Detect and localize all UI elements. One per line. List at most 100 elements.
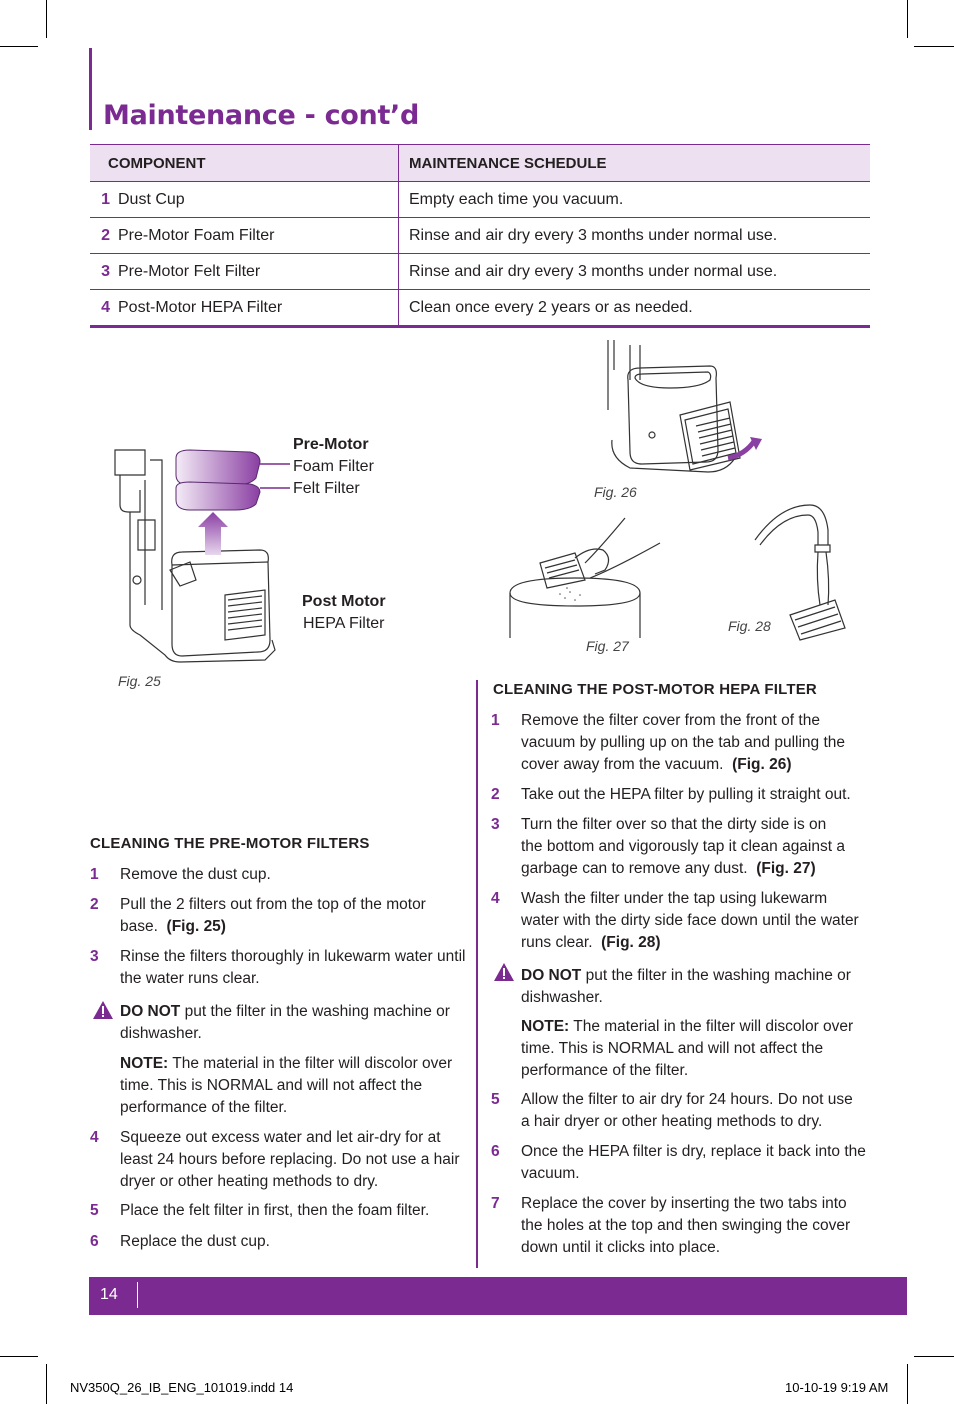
column-divider [476,680,478,1268]
list-item: 2 Take out the HEPA filter by pulling it… [491,784,871,806]
warning-bold: DO NOT [120,1003,181,1020]
premotor-heading: CLEANING THE PRE-MOTOR FILTERS [90,835,370,852]
table-row: 4 Post-Motor HEPA Filter Clean once ever… [90,289,870,328]
col-header-component: COMPONENT [90,144,399,182]
step-text: vacuum. [521,1165,580,1182]
fig25-post-labels: Post Motor HEPA Filter [302,591,386,635]
label-postmotor-title: Post Motor [302,593,386,610]
step-number: 1 [90,866,99,883]
crop-mark [46,0,47,38]
step-text: Turn the filter over so that the dirty s… [521,816,827,833]
list-item: 1 Remove the dust cup. [90,864,470,886]
note-text: performance of the filter. [120,1099,288,1116]
note-text: time. This is NORMAL and will not affect… [120,1077,423,1094]
warning-text: put the filter in the washing machine or [180,1003,450,1020]
note-text: time. This is NORMAL and will not affect… [521,1040,824,1057]
warning-text: dishwasher. [120,1025,202,1042]
component-cell: Dust Cup [118,181,399,218]
step-text: base. [120,918,158,935]
fig27-tap-filter-illustration [509,517,661,638]
step-text: Wash the filter under the tap using luke… [521,890,828,907]
step-text: a hair dryer or other heating methods to… [521,1113,823,1130]
table-row: 3 Pre-Motor Felt Filter Rinse and air dr… [90,253,870,290]
row-number: 1 [90,181,118,218]
step-text: Pull the 2 filters out from the top of t… [120,896,426,913]
list-item: 2 Pull the 2 filters out from the top of… [90,894,470,938]
warning-text: put the filter in the washing machine or [581,967,851,984]
row-number: 4 [90,289,118,328]
step-text: dryer or other heating methods to dry. [120,1173,379,1190]
warning-bold: DO NOT [521,967,582,984]
fig-reference: (Fig. 26) [732,756,792,773]
slug-date: 10-10-19 9:19 AM [785,1380,889,1395]
list-item: 3 Turn the filter over so that the dirty… [491,814,871,880]
table-row: 1 Dust Cup Empty each time you vacuum. [90,181,870,218]
component-cell: Post-Motor HEPA Filter [118,289,399,328]
step-number: 4 [491,890,500,907]
label-felt-filter: Felt Filter [293,480,360,497]
note-text: The material in the filter will discolor… [569,1018,854,1035]
step-number: 6 [90,1233,99,1250]
step-text: Replace the cover by inserting the two t… [521,1195,847,1212]
step-text: Remove the filter cover from the front o… [521,712,820,729]
step-text: garbage can to remove any dust. [521,860,748,877]
crop-mark [914,1356,954,1357]
row-number: 3 [90,253,118,290]
label-hepa-filter: HEPA Filter [303,615,385,632]
table-header-row: COMPONENT MAINTENANCE SCHEDULE [90,144,870,182]
schedule-cell: Rinse and air dry every 3 months under n… [398,253,870,290]
table-row: 2 Pre-Motor Foam Filter Rinse and air dr… [90,217,870,254]
fig28-caption: Fig. 28 [728,618,771,634]
component-cell: Pre-Motor Foam Filter [118,217,399,254]
step-number: 3 [491,816,500,833]
step-text: the water runs clear. [120,970,260,987]
fig28-rinse-filter-illustration [754,504,846,641]
step-number: 1 [491,712,500,729]
label-foam-filter: Foam Filter [293,458,374,475]
step-text: least 24 hours before replacing. Do not … [120,1151,460,1168]
step-text: Squeeze out excess water and let air-dry… [120,1129,441,1146]
schedule-cell: Clean once every 2 years or as needed. [398,289,870,328]
list-item: 1 Remove the filter cover from the front… [491,710,871,776]
col-header-schedule: MAINTENANCE SCHEDULE [398,144,870,182]
list-item: 4 Wash the filter under the tap using lu… [491,888,871,954]
step-number: 4 [90,1129,99,1146]
fig25-labels: Pre-Motor Foam Filter Felt Filter [293,434,374,500]
warning-icon [93,1001,113,1019]
crop-mark [907,1364,908,1404]
step-text: Rinse the filters thoroughly in lukewarm… [120,948,466,965]
list-item: 4 Squeeze out excess water and let air-d… [90,1127,470,1193]
note-block: NOTE: The material in the filter will di… [90,1053,470,1119]
step-text: the holes at the top and then swinging t… [521,1217,851,1234]
step-number: 6 [491,1143,500,1160]
warning-block: DO NOT put the filter in the washing mac… [90,1001,470,1045]
footer-bar [89,1277,907,1315]
footer-divider [137,1282,138,1308]
step-text: runs clear. [521,934,593,951]
step-text: Once the HEPA filter is dry, replace it … [521,1143,866,1160]
page-number: 14 [100,1286,118,1303]
note-bold: NOTE: [120,1055,169,1072]
crop-mark [914,46,954,47]
crop-mark [0,1356,38,1357]
list-item: 5 Place the felt filter in first, then t… [90,1200,470,1222]
crop-mark [46,1364,47,1404]
fig25-vacuum-illustration [114,449,290,663]
page-title: Maintenance - cont’d [103,100,420,131]
warning-icon [494,963,514,981]
postmotor-heading: CLEANING THE POST-MOTOR HEPA FILTER [493,681,817,698]
schedule-cell: Empty each time you vacuum. [398,181,870,218]
crop-mark [0,46,38,47]
list-item: 5 Allow the filter to air dry for 24 hou… [491,1089,871,1133]
list-item: 3 Rinse the filters thoroughly in lukewa… [90,946,470,990]
step-text: vacuum by pulling up on the tab and pull… [521,734,846,751]
step-text: Allow the filter to air dry for 24 hours… [521,1091,853,1108]
maintenance-table: COMPONENT MAINTENANCE SCHEDULE 1 Dust Cu… [90,144,870,328]
note-text: The material in the filter will discolor… [168,1055,453,1072]
row-number: 2 [90,217,118,254]
fig26-caption: Fig. 26 [594,484,637,500]
step-text: Replace the dust cup. [120,1233,270,1250]
list-item: 7 Replace the cover by inserting the two… [491,1193,871,1259]
note-block: NOTE: The material in the filter will di… [491,1016,871,1082]
component-cell: Pre-Motor Felt Filter [118,253,399,290]
